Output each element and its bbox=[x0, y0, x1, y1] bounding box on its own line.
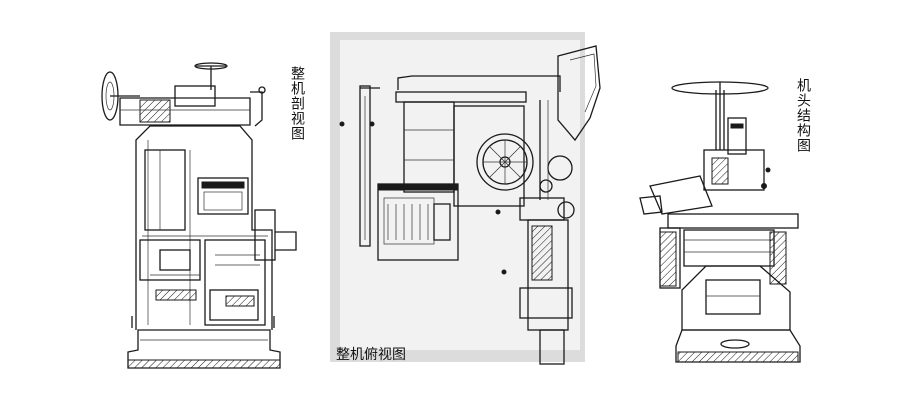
section-view-caption: 整机剖视图 bbox=[289, 66, 305, 141]
top-view-drawing bbox=[330, 32, 601, 365]
head-structure-drawing bbox=[639, 81, 801, 363]
head-structure-caption: 机头结构图 bbox=[795, 78, 811, 153]
top-view-caption: 整机俯视图 bbox=[336, 347, 406, 363]
section-view-drawing bbox=[101, 62, 297, 369]
